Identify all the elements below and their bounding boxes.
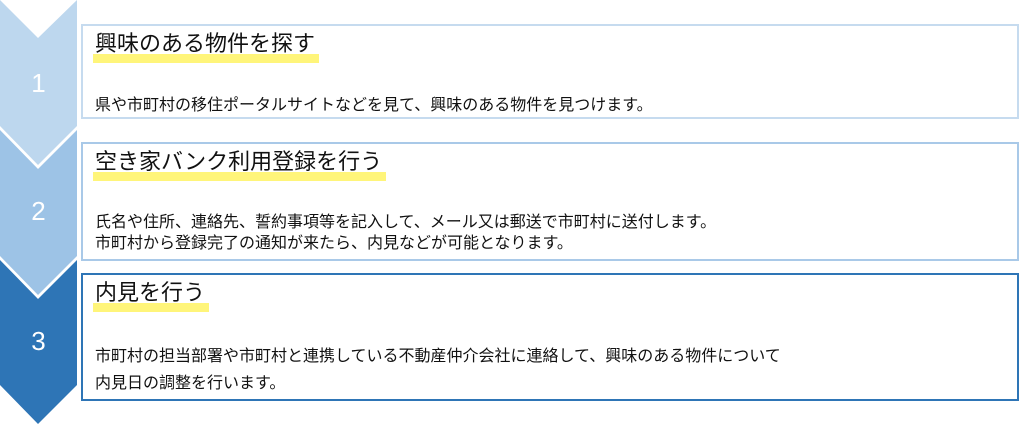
step-1-title-text: 興味のある物件を探す (95, 32, 316, 57)
step-3-description: 市町村の担当部署や市町村と連携している不動産仲介会社に連絡して、興味のある物件に… (95, 342, 781, 396)
step-1-description: 県や市町村の移住ポータルサイトなどを見て、興味のある物件を見つけます。 (95, 94, 653, 115)
step-1-box: 興味のある物件を探す 県や市町村の移住ポータルサイトなどを見て、興味のある物件を… (81, 24, 1019, 119)
step-2-number: 2 (31, 196, 46, 226)
step-3-title-text: 内見を行う (95, 281, 206, 306)
step-1-chevron (0, 0, 77, 165)
step-3-box: 内見を行う 市町村の担当部署や市町村と連携している不動産仲介会社に連絡して、興味… (81, 273, 1019, 401)
step-2-title-text: 空き家バンク利用登録を行う (95, 150, 383, 175)
step-3-title: 内見を行う (93, 281, 210, 312)
step-3-line-1: 市町村の担当部署や市町村と連携している不動産仲介会社に連絡して、興味のある物件に… (95, 346, 781, 365)
step-3-chevron (0, 260, 77, 424)
step-3-line-2: 内見日の調整を行います。 (95, 373, 286, 392)
step-2-box: 空き家バンク利用登録を行う 氏名や住所、連絡先、誓約事項等を記入して、メール又は… (81, 142, 1019, 261)
step-2-chevron (0, 130, 77, 295)
step-2-line-2: 市町村から登録完了の通知が来たら、内見などが可能となります。 (95, 233, 573, 252)
step-2-title: 空き家バンク利用登録を行う (93, 150, 387, 181)
step-2-description: 氏名や住所、連絡先、誓約事項等を記入して、メール又は郵送で市町村に送付します。 … (95, 211, 716, 253)
step-1-line-1: 県や市町村の移住ポータルサイトなどを見て、興味のある物件を見つけます。 (95, 95, 653, 114)
step-3-number: 3 (31, 326, 46, 356)
step-2-line-1: 氏名や住所、連絡先、誓約事項等を記入して、メール又は郵送で市町村に送付します。 (95, 212, 717, 231)
step-1-number: 1 (31, 68, 46, 98)
step-1-title: 興味のある物件を探す (93, 32, 320, 63)
